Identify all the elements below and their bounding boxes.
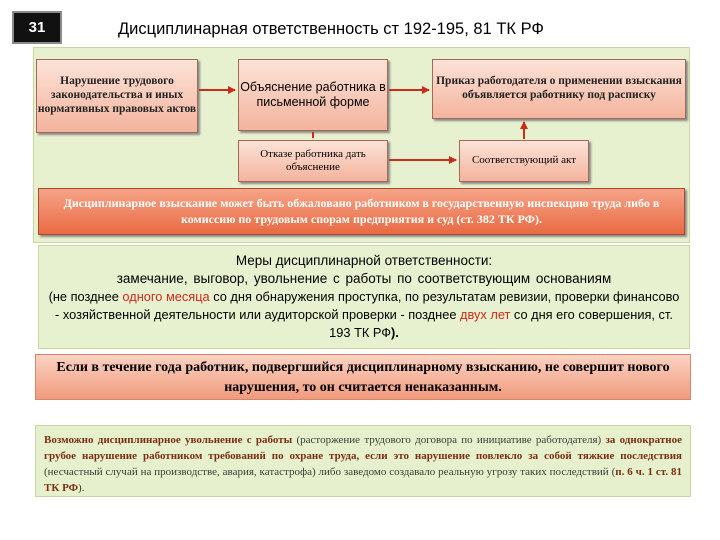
deadline-years: двух лет bbox=[460, 307, 511, 322]
measures-heading: Меры дисциплинарной ответственности: bbox=[235, 253, 493, 268]
deadline-month: одного месяца bbox=[122, 289, 210, 304]
appeal-box: Дисциплинарное взыскание может быть обжа… bbox=[38, 188, 685, 235]
dismissal-part1: Возможно дисциплинарное увольнение с раб… bbox=[44, 434, 293, 446]
dismissal-part6: ). bbox=[78, 482, 85, 494]
order-box: Приказ работодателя о применении взыскан… bbox=[432, 59, 686, 119]
year-note: Если в течение года работник, подвергший… bbox=[35, 354, 691, 400]
measures-panel: Меры дисциплинарной ответственности: зам… bbox=[38, 245, 690, 349]
refusal-box: Отказе работника дать объяснение bbox=[238, 140, 388, 182]
dismissal-part2: (расторжение трудового договора по иници… bbox=[292, 434, 606, 446]
title-suffix: ст 192-195, 81 ТК РФ bbox=[378, 20, 544, 38]
measures-deadline: (не позднее одного месяца со дня обнаруж… bbox=[39, 288, 689, 342]
slide-number: 31 bbox=[12, 11, 62, 44]
dismissal-part4: (несчастный случай на производстве, авар… bbox=[44, 466, 616, 478]
dismissal-part5: п. 6 ч. 1 ст. 81 ТК РФ bbox=[44, 466, 682, 494]
dismissal-part3: за однократное грубое нарушение работник… bbox=[44, 434, 682, 462]
violation-box: Нарушение трудового законодательства и и… bbox=[36, 59, 198, 133]
deadline-text-b: со дня обнаружения проступка, по результ… bbox=[55, 289, 680, 322]
measures-types: замечание, выговор, увольнение с работы … bbox=[116, 271, 612, 286]
title-main: Дисциплинарная ответственность bbox=[118, 20, 379, 38]
dismissal-note: Возможно дисциплинарное увольнение с раб… bbox=[35, 425, 691, 497]
explanation-box: Объяснение работника в письменной форме bbox=[238, 59, 388, 131]
deadline-close: ). bbox=[391, 325, 399, 340]
deadline-text-c: со дня его совершения, ст. 193 ТК РФ bbox=[329, 307, 673, 340]
act-box: Соответствующий акт bbox=[459, 140, 589, 182]
deadline-text-a: (не позднее bbox=[48, 289, 123, 304]
page-title: Дисциплинарная ответственность ст 192-19… bbox=[118, 20, 698, 39]
